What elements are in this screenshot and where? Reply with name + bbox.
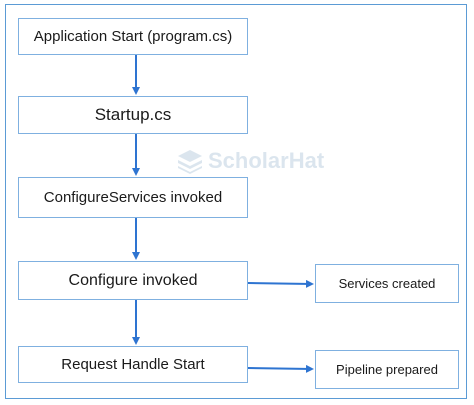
node-request-handle-start: Request Handle Start <box>18 346 248 383</box>
node-configure: Configure invoked <box>18 261 248 300</box>
scholarhat-watermark: ScholarHat <box>176 148 324 174</box>
node-pipeline-prepared: Pipeline prepared <box>315 350 459 389</box>
diagram-frame <box>5 4 467 399</box>
node-startup: Startup.cs <box>18 96 248 134</box>
node-services-created: Services created <box>315 264 459 303</box>
watermark-text: ScholarHat <box>208 148 325 173</box>
node-configure-services: ConfigureServices invoked <box>18 177 248 218</box>
stacked-layers-icon <box>178 150 202 174</box>
node-application-start: Application Start (program.cs) <box>18 18 248 55</box>
